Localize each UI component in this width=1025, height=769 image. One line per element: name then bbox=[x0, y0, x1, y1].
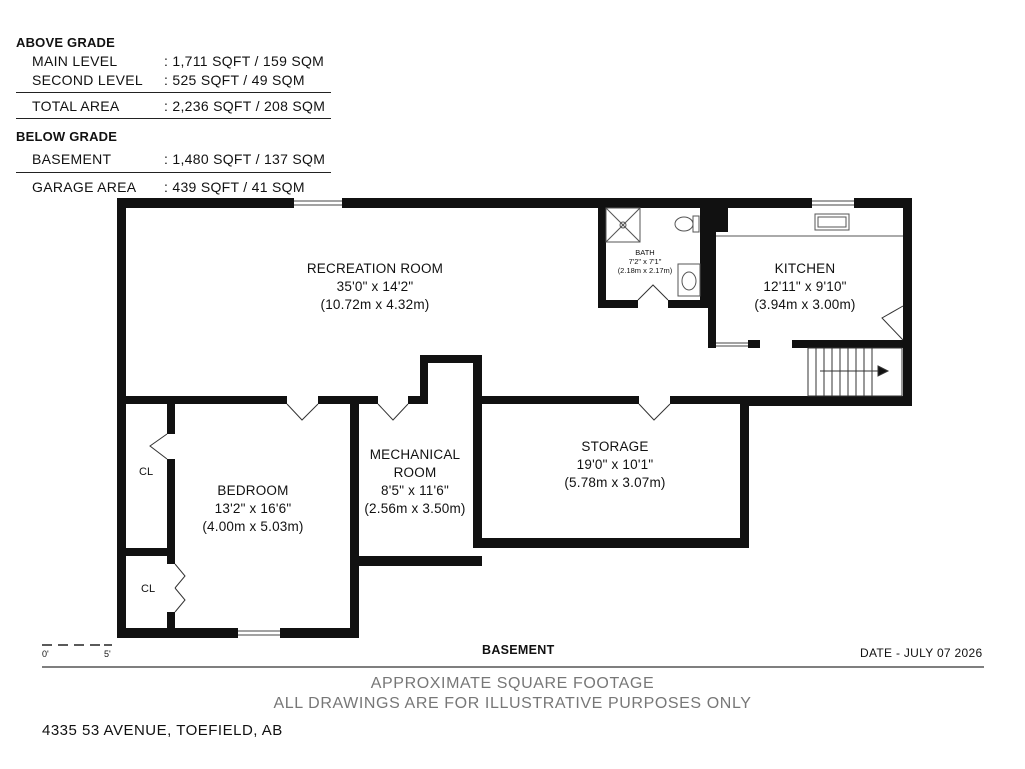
bath-dimensions: 7'2" x 7'1" bbox=[628, 257, 662, 266]
storage-dimensions: 19'0" x 10'1" bbox=[576, 457, 654, 472]
kitchen-counter bbox=[716, 213, 903, 237]
interior-walls bbox=[117, 208, 912, 632]
floor-label: BASEMENT bbox=[482, 643, 555, 657]
mechanical-room-name-line1: MECHANICAL bbox=[369, 447, 461, 462]
scale-start-label: 0' bbox=[42, 649, 49, 659]
bath-label: BATH 7'2" x 7'1" (2.18m x 2.17m) bbox=[610, 248, 680, 275]
recreation-room-metric: (10.72m x 4.32m) bbox=[320, 297, 430, 312]
mechanical-room-dimensions: 8'5" x 11'6" bbox=[381, 483, 449, 498]
windows bbox=[238, 198, 854, 638]
divider bbox=[16, 118, 331, 119]
address: 4335 53 AVENUE, TOEFIELD, AB bbox=[42, 722, 283, 739]
storage-metric: (5.78m x 3.07m) bbox=[564, 475, 666, 490]
second-level-value: : 525 SQFT / 49 SQM bbox=[164, 72, 305, 88]
basement-value: : 1,480 SQFT / 137 SQM bbox=[164, 151, 326, 167]
stairs bbox=[807, 347, 903, 397]
closet-lower-label: CL bbox=[141, 583, 156, 595]
mechanical-room-name-line2: ROOM bbox=[393, 465, 437, 480]
bedroom-dimensions: 13'2" x 16'6" bbox=[214, 501, 292, 516]
bath-fixtures bbox=[605, 207, 701, 297]
below-grade-heading: BELOW GRADE bbox=[16, 129, 118, 144]
kitchen-metric: (3.94m x 3.00m) bbox=[754, 297, 856, 312]
disclaimer-line-2: ALL DRAWINGS ARE FOR ILLUSTRATIVE PURPOS… bbox=[273, 695, 752, 712]
total-area-label: TOTAL AREA bbox=[32, 98, 120, 114]
garage-area-label: GARAGE AREA bbox=[32, 179, 137, 195]
second-level-label: SECOND LEVEL bbox=[32, 72, 143, 88]
basement-label: BASEMENT bbox=[32, 151, 112, 167]
closet-upper-label: CL bbox=[139, 466, 154, 478]
bedroom-metric: (4.00m x 5.03m) bbox=[202, 519, 304, 534]
recreation-room-label: RECREATION ROOM 35'0" x 14'2" (10.72m x … bbox=[260, 260, 490, 314]
scale-end-label: 5' bbox=[104, 649, 111, 659]
divider bbox=[16, 92, 331, 93]
bath-name: BATH bbox=[635, 248, 655, 257]
main-level-label: MAIN LEVEL bbox=[32, 53, 118, 69]
storage-label: STORAGE 19'0" x 10'1" (5.78m x 3.07m) bbox=[540, 438, 690, 492]
bath-metric: (2.18m x 2.17m) bbox=[617, 266, 673, 275]
kitchen-dimensions: 12'11" x 9'10" bbox=[763, 279, 847, 294]
mechanical-room-metric: (2.56m x 3.50m) bbox=[364, 501, 466, 516]
date-label: DATE - JULY 07 2026 bbox=[860, 646, 983, 660]
bedroom-name: BEDROOM bbox=[217, 483, 289, 498]
main-level-value: : 1,711 SQFT / 159 SQM bbox=[164, 53, 325, 69]
disclaimer-line-1: APPROXIMATE SQUARE FOOTAGE bbox=[370, 675, 655, 692]
storage-name: STORAGE bbox=[581, 439, 649, 454]
door-swings bbox=[149, 284, 904, 613]
bedroom-label: BEDROOM 13'2" x 16'6" (4.00m x 5.03m) bbox=[175, 482, 331, 536]
garage-area-value: : 439 SQFT / 41 SQM bbox=[164, 179, 305, 195]
kitchen-label: KITCHEN 12'11" x 9'10" (3.94m x 3.00m) bbox=[730, 260, 880, 314]
above-grade-heading: ABOVE GRADE bbox=[16, 35, 115, 50]
total-area-value: : 2,236 SQFT / 208 SQM bbox=[164, 98, 326, 114]
recreation-room-name: RECREATION ROOM bbox=[306, 261, 444, 276]
mechanical-room-label: MECHANICAL ROOM 8'5" x 11'6" (2.56m x 3.… bbox=[357, 446, 473, 518]
recreation-room-dimensions: 35'0" x 14'2" bbox=[336, 279, 414, 294]
kitchen-name: KITCHEN bbox=[774, 261, 836, 276]
divider bbox=[16, 172, 331, 173]
